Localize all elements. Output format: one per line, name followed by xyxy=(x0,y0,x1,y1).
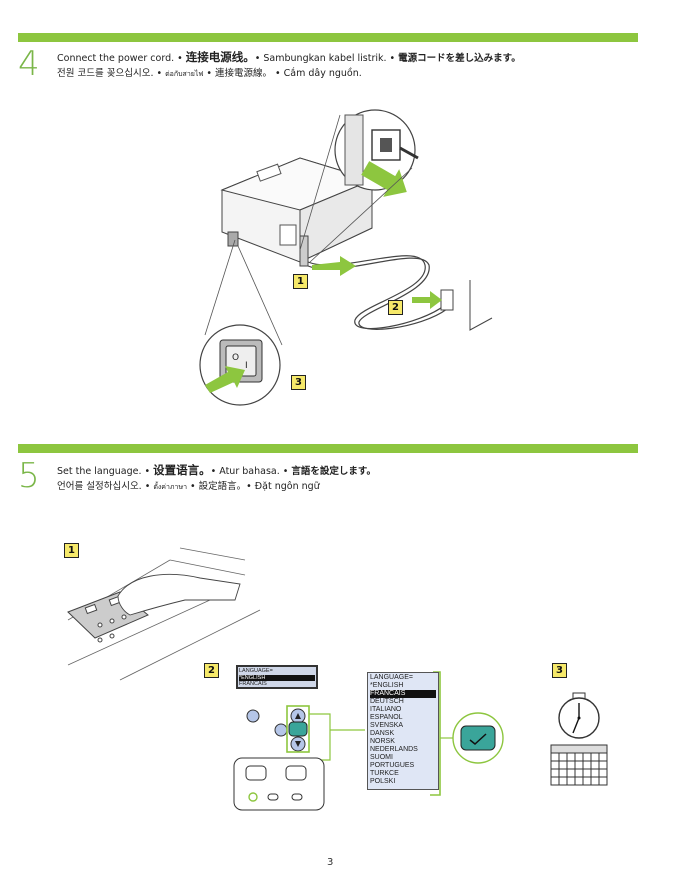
step-number-4: 4 xyxy=(18,44,40,84)
language-option[interactable]: ESPANOL xyxy=(370,714,403,721)
step4-instruction-line1: Connect the power cord. • 连接电源线。• Sambun… xyxy=(57,49,521,65)
step5-badge-1: 1 xyxy=(64,543,79,558)
step4-badge-1: 1 xyxy=(293,274,308,289)
language-option[interactable]: DANSK xyxy=(370,730,395,737)
language-option[interactable]: SUOMI xyxy=(370,754,393,761)
svg-text:I: I xyxy=(245,361,248,371)
language-option[interactable]: NEDERLANDS xyxy=(370,746,418,753)
step-number-5: 5 xyxy=(18,456,40,496)
language-option[interactable]: DEUTSCH xyxy=(370,698,404,705)
step5-text-th: ตั้งค่าภาษา xyxy=(153,483,188,491)
step4-badge-3: 3 xyxy=(291,375,306,390)
step5-badge-3: 3 xyxy=(552,663,567,678)
step5-badge-2: 2 xyxy=(204,663,219,678)
lcd-line: FRANCAIS xyxy=(239,681,267,687)
step5-text-en: Set the language. • xyxy=(57,466,154,477)
calendar-icon xyxy=(550,744,608,786)
svg-text:O: O xyxy=(232,353,239,363)
step4-text-ko: 전원 코드를 꽂으십시오. • xyxy=(57,68,166,79)
step5-instruction-line1: Set the language. • 设置语言。• Atur bahasa. … xyxy=(57,462,376,478)
step5-text-zh: 设置语言。 xyxy=(153,463,211,477)
language-option[interactable]: *ENGLISH xyxy=(370,682,404,689)
step5-text-rest: • 設定語言。• Đặt ngôn ngữ xyxy=(187,481,320,492)
step5-text-id: • Atur bahasa. • xyxy=(210,466,292,477)
control-panel-hand-drawing xyxy=(67,547,261,681)
language-option[interactable]: SVENSKA xyxy=(370,722,404,729)
language-option[interactable]: PORTUGUES xyxy=(370,762,415,769)
language-option[interactable]: TURKCE xyxy=(370,770,399,777)
lcd-line-selected: *ENGLISH xyxy=(239,674,315,681)
step4-text-en: Connect the power cord. • xyxy=(57,53,186,64)
section-divider-step4 xyxy=(18,33,638,42)
language-option-selected[interactable]: FRANCAIS xyxy=(370,690,436,698)
lcd-display: LANGUAGE= *ENGLISH FRANCAIS xyxy=(236,665,318,689)
step4-text-th: ต่อกับสายไฟ xyxy=(165,70,204,78)
step5-text-ko: 언어를 설정하십시오. • xyxy=(57,481,154,492)
step4-text-zh: 连接电源线。 xyxy=(185,50,255,64)
section-divider-step5 xyxy=(18,444,638,453)
step4-text-ja: 電源コードを差し込みます。 xyxy=(398,53,521,64)
step4-badge-2: 2 xyxy=(388,300,403,315)
language-option[interactable]: LANGUAGE= xyxy=(370,674,413,681)
step4-text-rest: • 連接電源線。 • Cắm dây nguồn. xyxy=(203,68,362,79)
step5-text-ja: 言語を設定します。 xyxy=(291,466,376,477)
language-option[interactable]: POLSKI xyxy=(370,778,396,785)
step5-instruction-line2: 언어를 설정하십시오. • ตั้งค่าภาษา • 設定語言。• Đặt n… xyxy=(57,478,320,493)
control-panel-buttons xyxy=(233,705,365,811)
page-number: 3 xyxy=(327,857,334,868)
lcd-line: LANGUAGE= xyxy=(239,668,273,674)
step4-instruction-line2: 전원 코드를 꽂으십시오. • ต่อกับสายไฟ • 連接電源線。 • C… xyxy=(57,65,362,80)
clock-icon xyxy=(558,692,600,739)
language-option[interactable]: ITALIANO xyxy=(370,706,402,713)
language-option[interactable]: NORSK xyxy=(370,738,395,745)
step4-text-id: • Sambungkan kabel listrik. • xyxy=(254,53,399,64)
